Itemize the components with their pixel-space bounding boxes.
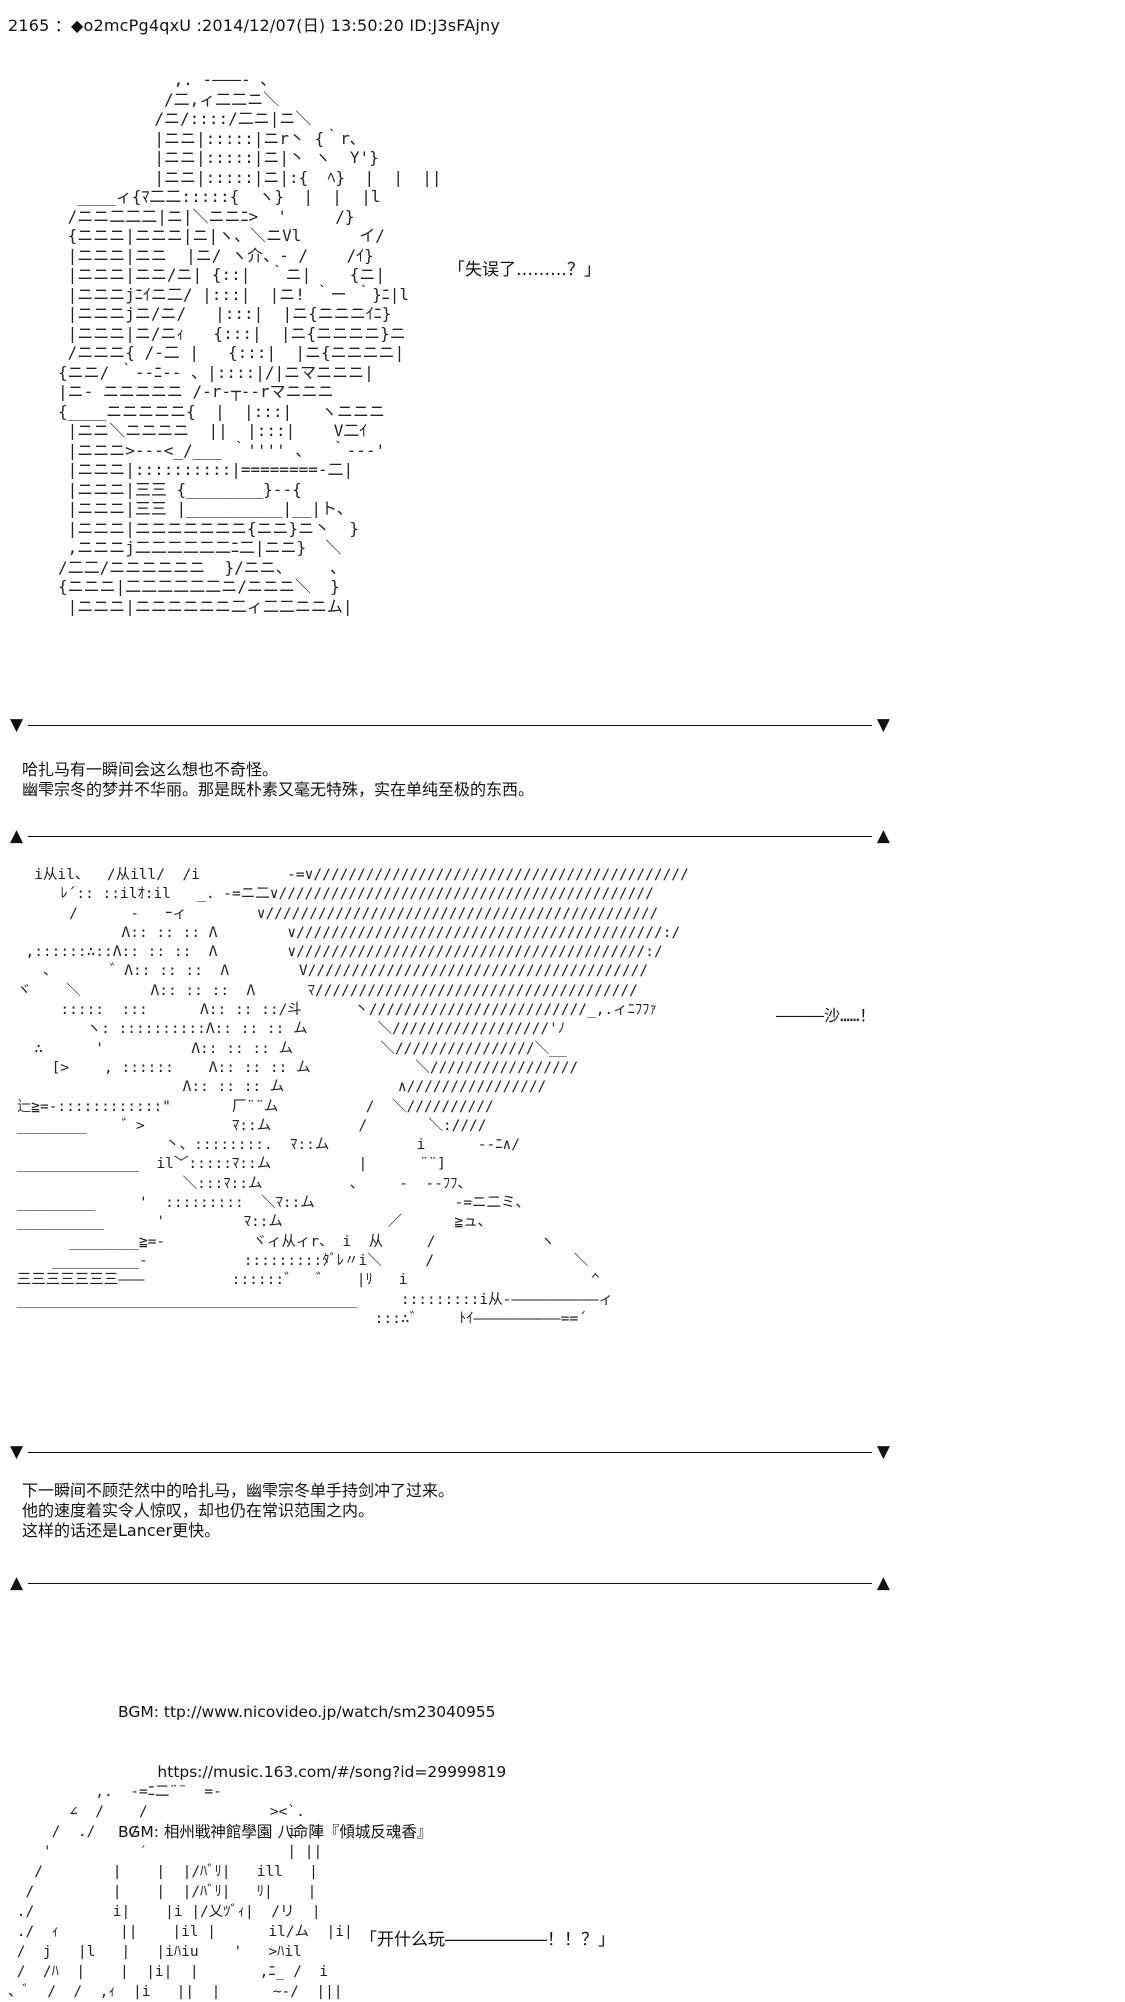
divider-bottom-2: ▲ ▲ — [10, 1573, 890, 1593]
bgm-line-2: https://music.163.com/#/song?id=29999819 — [118, 1763, 507, 1781]
divider-top-1: ▼ ▼ — [10, 715, 890, 735]
bgm-info: BGM: ttp://www.nicovideo.jp/watch/sm2304… — [118, 1662, 506, 1862]
down-arrow-icon: ▼ — [10, 1442, 24, 1462]
ascii-art-figure-2: ,. -=ﾆ二¨¨ =- ∠ / / ><`. / ./ / i i ' ′ |… — [8, 1784, 353, 2000]
narration-line: 哈扎马有一瞬间会这么想也不奇怪。 — [22, 760, 279, 779]
up-arrow-icon: ▲ — [10, 1573, 24, 1593]
speech-line-3: 「开什么玩――――――！！？」 — [360, 1930, 615, 1950]
ascii-art-figure-1: ,. -―――- 、 /二,ィ二二ニ＼ /ニ/::::/二ニ|ニ＼ |ニニ|::… — [58, 70, 442, 616]
up-arrow-icon: ▲ — [876, 1573, 890, 1593]
divider-line — [28, 1452, 872, 1453]
narration-block-1: 哈扎马有一瞬间会这么想也不奇怪。 幽雫宗冬的梦并不华丽。那是既朴素又毫无特殊，实… — [22, 760, 534, 800]
narration-line: 这样的话还是Lancer更快。 — [22, 1521, 221, 1540]
down-arrow-icon: ▼ — [876, 1442, 890, 1462]
post-header: 2165 ：◆o2mcPg4qxU :2014/12/07(日) 13:50:2… — [8, 16, 500, 35]
up-arrow-icon: ▲ — [876, 826, 890, 846]
divider-bottom-1: ▲ ▲ — [10, 826, 890, 846]
narration-line: 他的速度着实令人惊叹，却也仍在常识范围之内。 — [22, 1501, 375, 1520]
divider-line — [28, 1583, 872, 1584]
up-arrow-icon: ▲ — [10, 826, 24, 846]
speech-line-1: 「失误了………？」 — [448, 260, 601, 280]
narration-line: 下一瞬间不顾茫然中的哈扎马，幽雫宗冬单手持剑冲了过来。 — [22, 1481, 455, 1500]
ascii-art-slash-scene: i从il、 /从ill/ /i -=∨/////////////////////… — [16, 867, 689, 1327]
divider-line — [28, 836, 872, 837]
divider-top-2: ▼ ▼ — [10, 1442, 890, 1462]
narration-block-2: 下一瞬间不顾茫然中的哈扎马，幽雫宗冬单手持剑冲了过来。 他的速度着实令人惊叹，却… — [22, 1481, 454, 1541]
bgm-line-1: BGM: ttp://www.nicovideo.jp/watch/sm2304… — [118, 1703, 496, 1721]
down-arrow-icon: ▼ — [10, 715, 24, 735]
speech-line-2: ―――――沙……！ — [776, 1006, 876, 1025]
narration-line: 幽雫宗冬的梦并不华丽。那是既朴素又毫无特殊，实在单纯至极的东西。 — [22, 780, 535, 799]
divider-line — [28, 725, 872, 726]
down-arrow-icon: ▼ — [876, 715, 890, 735]
bgm-line-3: BGM: 相州戦神館學園 八命陣『傾城反魂香』 — [118, 1823, 433, 1841]
